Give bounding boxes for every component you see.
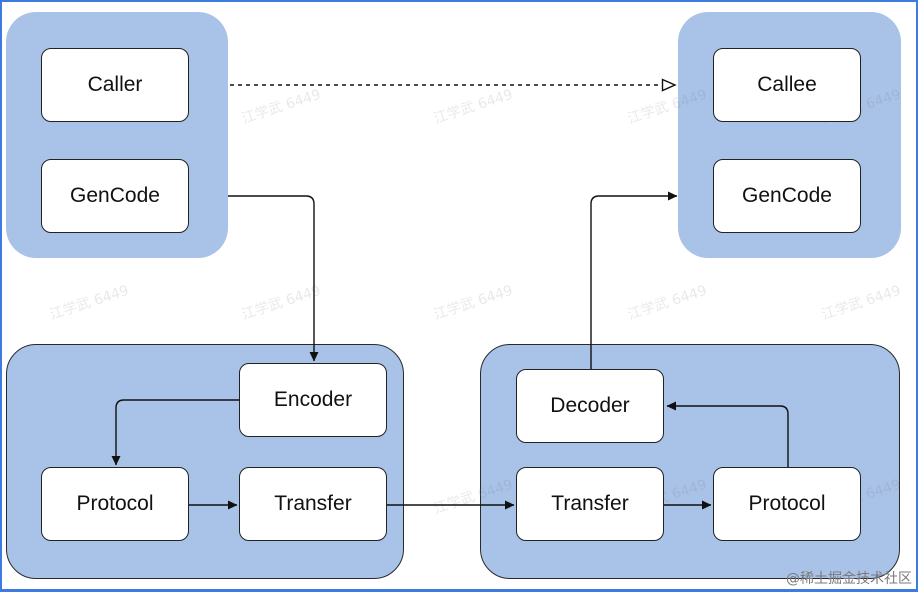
credit-watermark: @稀土掘金技术社区 xyxy=(786,571,912,587)
gencode-caller-node: GenCode xyxy=(41,159,189,233)
callee-node: Callee xyxy=(713,48,861,122)
caller-node: Caller xyxy=(41,48,189,122)
transfer-client-node: Transfer xyxy=(239,467,387,541)
protocol-client-node: Protocol xyxy=(41,467,189,541)
decoder-node: Decoder xyxy=(516,369,664,443)
gencode-callee-node: GenCode xyxy=(713,159,861,233)
protocol-server-node: Protocol xyxy=(713,467,861,541)
transfer-server-node: Transfer xyxy=(516,467,664,541)
encoder-node: Encoder xyxy=(239,363,387,437)
